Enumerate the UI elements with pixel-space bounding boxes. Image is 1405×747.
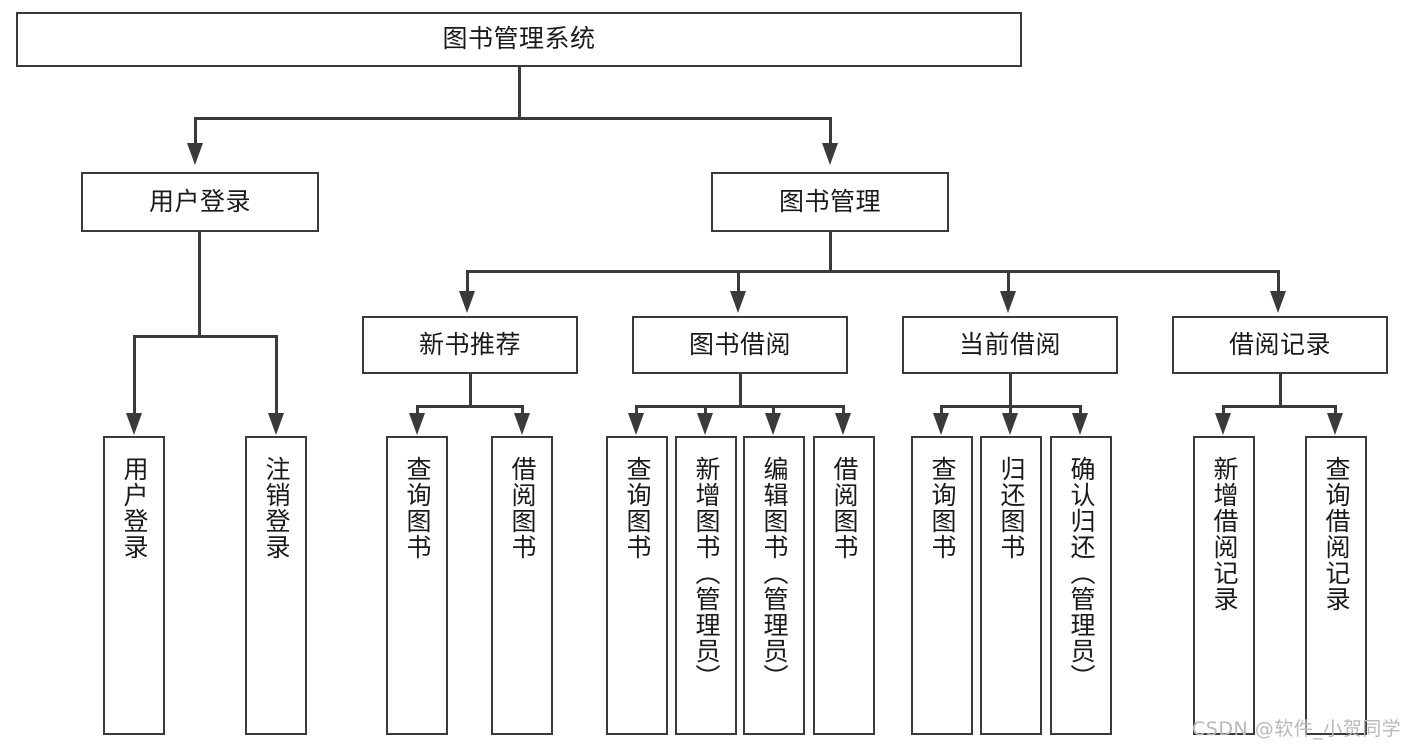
node-leaf-logout-login[interactable]: 注销登录 bbox=[245, 436, 307, 735]
arrowhead-leaf-add-record bbox=[1215, 413, 1231, 435]
edge-current-borrow-drop-2 bbox=[1009, 405, 1012, 417]
edge-root-bus bbox=[194, 117, 832, 120]
edge-book-manage-drop-1 bbox=[466, 270, 469, 293]
node-leaf-query-book-3[interactable]: 查询图书 bbox=[911, 436, 973, 735]
node-label: 借阅图书 bbox=[830, 456, 859, 560]
arrowhead-leaf-borrow-book-2 bbox=[835, 413, 851, 435]
node-leaf-query-book-1[interactable]: 查询图书 bbox=[386, 436, 448, 735]
node-leaf-confirm-return[interactable]: 确认归还（管理员） bbox=[1050, 436, 1112, 735]
arrowhead-book-manage bbox=[822, 143, 838, 165]
node-label: 编辑图书（管理员） bbox=[760, 456, 789, 690]
node-label: 归还图书 bbox=[997, 456, 1026, 560]
edge-user-login-drop-2 bbox=[275, 335, 278, 415]
node-label: 查询图书 bbox=[623, 456, 652, 560]
arrowhead-leaf-edit-book bbox=[765, 413, 781, 435]
node-label: 图书借阅 bbox=[688, 329, 791, 359]
node-label: 借阅记录 bbox=[1228, 329, 1331, 359]
node-user-login[interactable]: 用户登录 bbox=[81, 172, 319, 232]
edge-current-borrow-drop-3 bbox=[1079, 405, 1082, 417]
edge-book-manage-bus bbox=[466, 270, 1280, 273]
arrowhead-leaf-return-book bbox=[1002, 413, 1018, 435]
edge-new-book-drop-2 bbox=[521, 405, 524, 417]
edge-new-book-bus bbox=[416, 405, 524, 408]
node-label: 图书管理 bbox=[778, 186, 881, 216]
node-new-book-recommend[interactable]: 新书推荐 bbox=[362, 316, 578, 374]
node-leaf-return-book[interactable]: 归还图书 bbox=[980, 436, 1042, 735]
edge-borrow-record-drop-1 bbox=[1222, 405, 1225, 417]
node-label: 图书管理系统 bbox=[442, 24, 596, 54]
edge-book-manage-stem bbox=[829, 232, 832, 270]
edge-root-to-book-manage bbox=[829, 117, 832, 145]
node-label: 新书推荐 bbox=[418, 329, 521, 359]
edge-user-login-stem bbox=[198, 232, 201, 335]
edge-book-borrow-bus bbox=[635, 405, 845, 408]
edge-book-borrow-drop-3 bbox=[772, 405, 775, 417]
node-label: 借阅图书 bbox=[508, 456, 537, 560]
node-leaf-borrow-book-2[interactable]: 借阅图书 bbox=[813, 436, 875, 735]
watermark: CSDN @软件_小贺同学 bbox=[1192, 718, 1402, 740]
edge-book-borrow-drop-2 bbox=[704, 405, 707, 417]
node-label: 新增借阅记录 bbox=[1210, 456, 1239, 612]
node-leaf-query-record[interactable]: 查询借阅记录 bbox=[1305, 436, 1367, 735]
arrowhead-user-login bbox=[187, 143, 203, 165]
node-label: 当前借阅 bbox=[958, 329, 1061, 359]
node-leaf-query-book-2[interactable]: 查询图书 bbox=[606, 436, 668, 735]
edge-new-book-drop-1 bbox=[416, 405, 419, 417]
node-borrow-record[interactable]: 借阅记录 bbox=[1172, 316, 1388, 374]
node-leaf-add-record[interactable]: 新增借阅记录 bbox=[1193, 436, 1255, 735]
arrowhead-book-borrow bbox=[730, 291, 746, 313]
edge-book-manage-drop-2 bbox=[737, 270, 740, 293]
node-label: 查询借阅记录 bbox=[1322, 456, 1351, 612]
node-leaf-edit-book[interactable]: 编辑图书（管理员） bbox=[743, 436, 805, 735]
edge-user-login-drop-1 bbox=[133, 335, 136, 415]
node-leaf-user-login[interactable]: 用户登录 bbox=[103, 436, 165, 735]
edge-borrow-record-bus bbox=[1222, 405, 1337, 408]
node-book-borrow[interactable]: 图书借阅 bbox=[632, 316, 848, 374]
edge-new-book-stem bbox=[469, 374, 472, 405]
edge-root-to-user-login bbox=[194, 117, 197, 145]
node-label: 查询图书 bbox=[403, 456, 432, 560]
arrowhead-leaf-add-book bbox=[697, 413, 713, 435]
edge-current-borrow-drop-1 bbox=[940, 405, 943, 417]
arrowhead-borrow-record bbox=[1270, 291, 1286, 313]
edge-book-manage-drop-4 bbox=[1277, 270, 1280, 293]
node-current-borrow[interactable]: 当前借阅 bbox=[902, 316, 1118, 374]
edge-book-borrow-drop-1 bbox=[635, 405, 638, 417]
arrowhead-current-borrow bbox=[1000, 291, 1016, 313]
arrowhead-leaf-confirm-return bbox=[1072, 413, 1088, 435]
edge-book-borrow-drop-4 bbox=[842, 405, 845, 417]
edge-root-stem bbox=[518, 67, 521, 117]
node-label: 注销登录 bbox=[262, 456, 291, 560]
arrowhead-leaf-user-login bbox=[126, 413, 142, 435]
edge-borrow-record-drop-2 bbox=[1334, 405, 1337, 417]
node-book-manage[interactable]: 图书管理 bbox=[711, 172, 949, 232]
edge-user-login-bus bbox=[133, 335, 278, 338]
arrowhead-leaf-borrow-book-1 bbox=[514, 413, 530, 435]
node-leaf-borrow-book-1[interactable]: 借阅图书 bbox=[491, 436, 553, 735]
edge-book-manage-drop-3 bbox=[1007, 270, 1010, 293]
node-leaf-add-book[interactable]: 新增图书（管理员） bbox=[675, 436, 737, 735]
node-root-book-management-system[interactable]: 图书管理系统 bbox=[16, 12, 1022, 67]
edge-current-borrow-stem bbox=[1009, 374, 1012, 405]
arrowhead-leaf-logout-login bbox=[268, 413, 284, 435]
arrowhead-leaf-query-book-1 bbox=[409, 413, 425, 435]
arrowhead-new-book-recommend bbox=[459, 291, 475, 313]
arrowhead-leaf-query-record bbox=[1327, 413, 1343, 435]
node-label: 用户登录 bbox=[148, 186, 251, 216]
arrowhead-leaf-query-book-3 bbox=[933, 413, 949, 435]
arrowhead-leaf-query-book-2 bbox=[628, 413, 644, 435]
node-label: 确认归还（管理员） bbox=[1067, 456, 1096, 690]
node-label: 查询图书 bbox=[928, 456, 957, 560]
edge-book-borrow-stem bbox=[739, 374, 742, 405]
node-label: 新增图书（管理员） bbox=[692, 456, 721, 690]
node-label: 用户登录 bbox=[120, 456, 149, 560]
edge-borrow-record-stem bbox=[1279, 374, 1282, 405]
